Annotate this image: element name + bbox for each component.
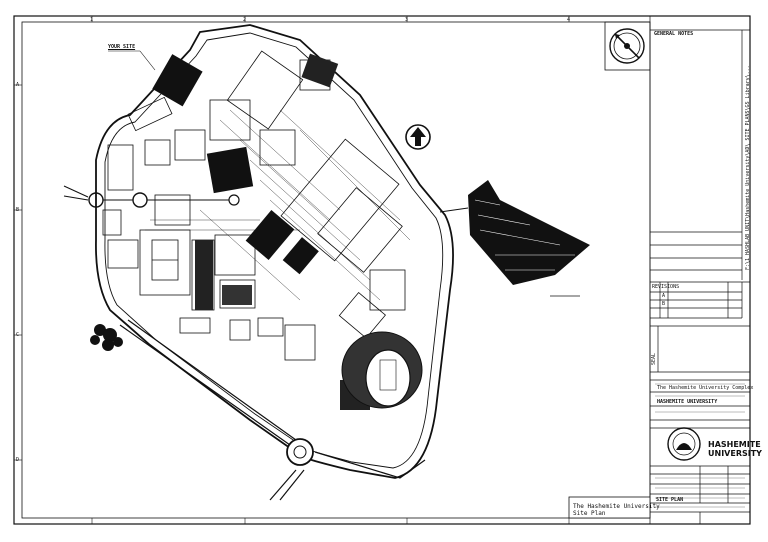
title-block-rules bbox=[655, 383, 745, 508]
col-mark-2: 2 bbox=[243, 17, 247, 23]
grid-ticks bbox=[14, 16, 570, 524]
col-mark-3: 3 bbox=[405, 17, 409, 23]
hatched-areas bbox=[152, 53, 370, 410]
general-notes-label: GENERAL NOTES bbox=[654, 31, 694, 37]
west-entry bbox=[63, 185, 240, 208]
seal-label: SEAL bbox=[651, 352, 657, 365]
logo-text-line2: UNIVERSITY bbox=[708, 449, 762, 458]
campus-detail-lines bbox=[145, 109, 411, 301]
roundabout bbox=[286, 438, 314, 466]
campus-buildings bbox=[102, 50, 406, 361]
access-road bbox=[119, 319, 426, 501]
drawing-title: SITE PLAN bbox=[656, 497, 684, 503]
client-name: HASHEMITE UNIVERSITY bbox=[657, 399, 718, 405]
row-mark-c: C bbox=[16, 332, 20, 338]
east-parking bbox=[439, 180, 590, 297]
drawing-file-path: F:\1 HASHLAB UNIT\Hashemite University\A… bbox=[745, 65, 751, 270]
plan-title-line1: The Hashemite University bbox=[573, 503, 660, 510]
logo-text: HASHEMITE UNIVERSITY bbox=[708, 440, 762, 458]
title-block bbox=[649, 15, 751, 525]
project-name: The Hashemite University Complex bbox=[657, 385, 754, 391]
logo-text-line1: HASHEMITE bbox=[708, 440, 761, 449]
revision-heading: REVISIONS bbox=[652, 284, 680, 290]
col-mark-1: 1 bbox=[90, 17, 94, 23]
compass-rose bbox=[604, 21, 651, 71]
plan-title-box bbox=[568, 496, 651, 519]
col-mark-4: 4 bbox=[567, 17, 571, 23]
tree-cluster bbox=[90, 324, 123, 351]
your-site-label: YOUR SITE bbox=[108, 44, 136, 50]
row-mark-d: D bbox=[16, 457, 20, 463]
stadium bbox=[341, 331, 423, 409]
your-site-marker bbox=[108, 50, 173, 132]
north-arrow-icon bbox=[405, 124, 431, 150]
row-mark-b: B bbox=[16, 207, 20, 213]
university-logo bbox=[667, 427, 701, 461]
plan-title-line2: Site Plan bbox=[573, 510, 606, 517]
revision-b: B bbox=[662, 301, 666, 307]
revision-a: A bbox=[662, 293, 666, 299]
plan-title: The Hashemite University Site Plan bbox=[573, 503, 660, 517]
row-mark-a: A bbox=[16, 82, 20, 88]
